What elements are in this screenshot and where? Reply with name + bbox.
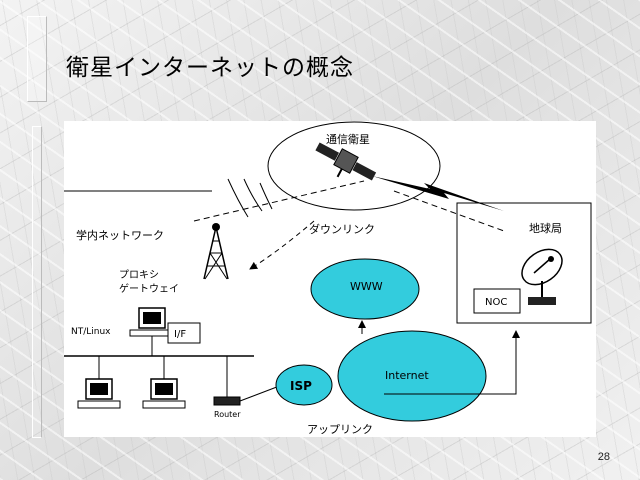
interface-label: I/F	[174, 329, 186, 340]
internet-cloud	[337, 330, 487, 422]
satellite-dish-icon	[521, 248, 563, 305]
network-diagram: 通信衛星 学内ネットワーク ダウンリンク プロキシ ゲートウェイ NT/Linu…	[64, 121, 596, 437]
client-pc-icon	[142, 378, 186, 409]
client-pc-icon	[77, 378, 121, 409]
isp-label: ISP	[290, 379, 312, 393]
router-icon	[213, 396, 241, 406]
slide-decoration-top	[27, 16, 47, 102]
downlink-beam	[393, 190, 505, 232]
interface-box	[167, 322, 201, 344]
router-label: Router	[214, 410, 241, 419]
earth-station-label: 地球局	[529, 221, 562, 235]
noc-label: NOC	[485, 297, 507, 308]
satellite-link-dashed	[193, 180, 365, 222]
uplink-label: アップリンク	[307, 423, 373, 436]
satellite-label: 通信衛星	[326, 133, 370, 146]
linux-label: NT/Linux	[71, 327, 111, 337]
proxy-gateway-label-line1: プロキシ	[119, 269, 159, 281]
campus-network-label: 学内ネットワーク	[76, 228, 164, 242]
earth-station-box	[456, 202, 592, 324]
diagram-canvas: 通信衛星 学内ネットワーク ダウンリンク プロキシ ゲートウェイ NT/Linu…	[64, 121, 592, 436]
www-cloud	[310, 258, 420, 320]
downlink-arrow	[249, 220, 315, 270]
linux-pc-icon	[129, 307, 175, 337]
proxy-gateway-antenna-icon	[203, 223, 229, 280]
signal-waves	[227, 178, 273, 218]
proxy-gateway-label-line2: ゲートウェイ	[119, 283, 179, 295]
uplink-bolt	[372, 176, 504, 211]
satellite-icon	[315, 142, 377, 181]
noc-box	[473, 288, 521, 314]
router-isp-link	[239, 384, 283, 402]
downlink-label: ダウンリンク	[309, 222, 375, 236]
slide-title: 衛星インターネットの概念	[66, 55, 354, 81]
isp-cloud	[275, 364, 333, 406]
internet-label: Internet	[385, 369, 429, 382]
internet-noc-arrow	[384, 330, 520, 395]
slide-decoration-bottom	[32, 126, 42, 438]
page-number: 28	[597, 451, 610, 463]
www-label: WWW	[350, 280, 383, 293]
satellite-orbit	[267, 121, 441, 211]
